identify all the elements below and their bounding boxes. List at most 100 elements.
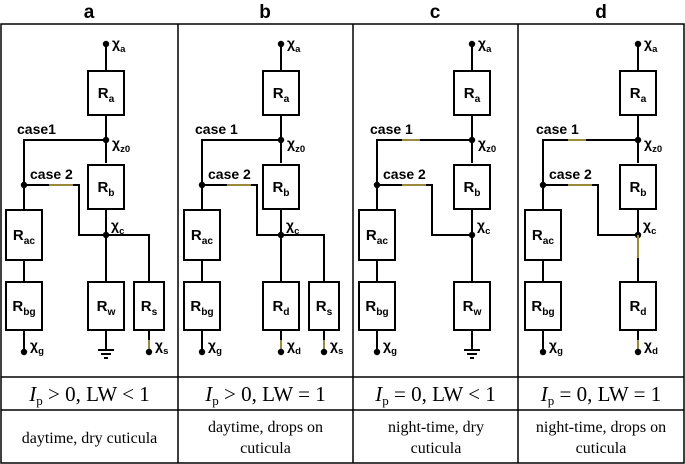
- panel-b-resistor-center-label: Rd: [272, 298, 289, 318]
- panel-a-symbol-right: χs: [155, 337, 168, 357]
- panel-a-header: a: [83, 2, 95, 23]
- panel-b-symbol-top: χa: [287, 35, 301, 55]
- panel-b-symbol-right: χs: [330, 337, 343, 357]
- panel-d-header: d: [595, 2, 607, 23]
- panel-d-label-case2: case 2: [549, 166, 592, 182]
- panel-a-symbol-top: χa: [112, 35, 126, 55]
- panel-d-node-top: [634, 40, 642, 48]
- panel-c-resistor-center: [453, 281, 491, 331]
- panel-c-wire-case1-left: [376, 139, 402, 185]
- panel-a-node-right: [145, 348, 153, 356]
- panel-b-symbol-mid: χz0: [287, 135, 305, 155]
- panel-c-resistor-left-top: [358, 209, 396, 261]
- panel-a-resistor-mid-label: Rb: [97, 179, 114, 199]
- panel-d-node-bottom-mid: [634, 348, 642, 356]
- panel-b-symbol-ground: χg: [208, 337, 222, 357]
- panel-b-wire-case2-down: [251, 184, 281, 236]
- panel-b-resistor-top-label: Ra: [273, 85, 290, 105]
- panel-b-label-case2: case 2: [208, 166, 251, 182]
- panel-a-resistor-top-label: Ra: [98, 85, 115, 105]
- panel-d-symbol-node: χc: [643, 217, 657, 237]
- panel-a-symbol-ground: χg: [30, 337, 44, 357]
- panel-d-resistor-left-bottom-label: Rbg: [531, 298, 554, 318]
- panel-a-resistor-center-label: Rw: [97, 298, 116, 318]
- panel-c-symbol-node: χc: [477, 217, 491, 237]
- panel-b-description: daytime, drops on cuticula: [207, 419, 324, 457]
- panel-b-node-ground-left: [198, 348, 206, 356]
- panel-c-header: c: [429, 2, 441, 23]
- panel-b-condition: Ip > 0, LW = 1: [205, 382, 326, 408]
- panel-d-node-ground-left: [539, 348, 547, 356]
- panel-b-wire-right-1: [281, 234, 325, 282]
- panel-a-resistor-left-top-label: Rac: [13, 227, 36, 247]
- panel-b-node-top: [277, 40, 285, 48]
- panel-d-symbol-mid: χz0: [644, 135, 662, 155]
- panel-d-resistor-center-label: Rd: [629, 298, 646, 318]
- panel-b-wire-case1-left: [201, 139, 227, 185]
- panel-b-resistor-center: [262, 281, 300, 331]
- panel-b-node-bottom-mid: [277, 348, 285, 356]
- panel-c-label-case1: case 1: [370, 121, 413, 137]
- panel-c-node-top: [468, 40, 476, 48]
- panel-a-wire-case2-down: [73, 184, 106, 236]
- panel-b-node-right: [320, 348, 328, 356]
- panel-a-resistor-right-label: Rs: [141, 298, 158, 318]
- panel-c-resistor-top-label: Ra: [464, 85, 481, 105]
- panel-d-resistor-left-top-label: Rac: [532, 227, 555, 247]
- panel-a-resistor-left-bottom-label: Rbg: [12, 298, 35, 318]
- panel-c-resistor-mid-label: Rb: [463, 179, 480, 199]
- panel-a-resistor-mid: [87, 164, 125, 210]
- panel-a-resistor-center: [87, 281, 125, 331]
- panel-b-resistor-top: [262, 70, 300, 116]
- panel-b-resistor-right-label: Rs: [316, 298, 333, 318]
- panel-c-symbol-top: χa: [478, 35, 492, 55]
- panel-d-symbol-top: χa: [644, 35, 658, 55]
- panel-d-resistor-left-top: [524, 209, 562, 261]
- panel-c-node-ground-left: [373, 348, 381, 356]
- panel-d-symbol-ground: χg: [549, 337, 563, 357]
- panel-a-wire-right-1: [106, 234, 150, 282]
- panel-a-symbol-mid: χz0: [112, 135, 130, 155]
- panel-b-label-case1: case 1: [195, 121, 238, 137]
- panel-b-resistor-left-top: [183, 209, 221, 261]
- panel-b-symbol-node: χc: [286, 217, 300, 237]
- panel-d-wire-case2-down: [592, 184, 638, 236]
- panel-b-resistor-mid: [262, 164, 300, 210]
- panel-d-resistor-top: [619, 70, 657, 116]
- panel-d-resistor-top-label: Ra: [630, 85, 647, 105]
- panel-c-description: night-time, dry cuticula: [388, 419, 484, 457]
- panel-c-resistor-left-top-label: Rac: [366, 227, 389, 247]
- panel-c-symbol-mid: χz0: [478, 135, 496, 155]
- panel-a-node-top: [102, 40, 110, 48]
- panel-b-resistor-left-bottom: [183, 281, 221, 331]
- panel-b-resistor-mid-label: Rb: [272, 179, 289, 199]
- panel-a-wire-case1-left: [23, 139, 49, 185]
- panel-c-resistor-center-label: Rw: [463, 298, 482, 318]
- panel-a-description: daytime, dry cuticula: [21, 429, 158, 447]
- panel-a-label-case1: case1: [17, 121, 56, 137]
- panel-b-symbol-bottom-mid: χd: [287, 337, 301, 357]
- panel-a-label-case2: case 2: [30, 166, 73, 182]
- panel-c-condition: Ip = 0, LW < 1: [375, 382, 496, 408]
- panel-b-header: b: [259, 2, 271, 23]
- panel-c-wire-case2-down: [426, 184, 472, 236]
- panel-a-node-ground-left: [20, 348, 28, 356]
- panel-b-resistor-left-bottom-label: Rbg: [190, 298, 213, 318]
- panel-a-resistor-left-top: [5, 209, 43, 261]
- panel-a-symbol-node: χc: [111, 217, 125, 237]
- panel-d-resistor-center: [619, 281, 657, 331]
- panel-d-wire-case1-left: [542, 139, 568, 185]
- panel-a-resistor-left-bottom: [5, 281, 43, 331]
- panel-d-resistor-mid: [619, 164, 657, 210]
- panel-b-resistor-left-top-label: Rac: [191, 227, 214, 247]
- panel-c-symbol-ground: χg: [383, 337, 397, 357]
- panel-c-resistor-left-bottom-label: Rbg: [365, 298, 388, 318]
- panel-a-condition: Ip > 0, LW < 1: [29, 382, 150, 408]
- panel-d-symbol-bottom-mid: χd: [644, 337, 658, 357]
- panel-d-condition: Ip = 0, LW = 1: [540, 382, 662, 408]
- panel-d-resistor-left-bottom: [524, 281, 562, 331]
- panel-d-description: night-time, drops on cuticula: [535, 419, 667, 457]
- panel-d-resistor-mid-label: Rb: [629, 179, 646, 199]
- panel-c-label-case2: case 2: [383, 166, 426, 182]
